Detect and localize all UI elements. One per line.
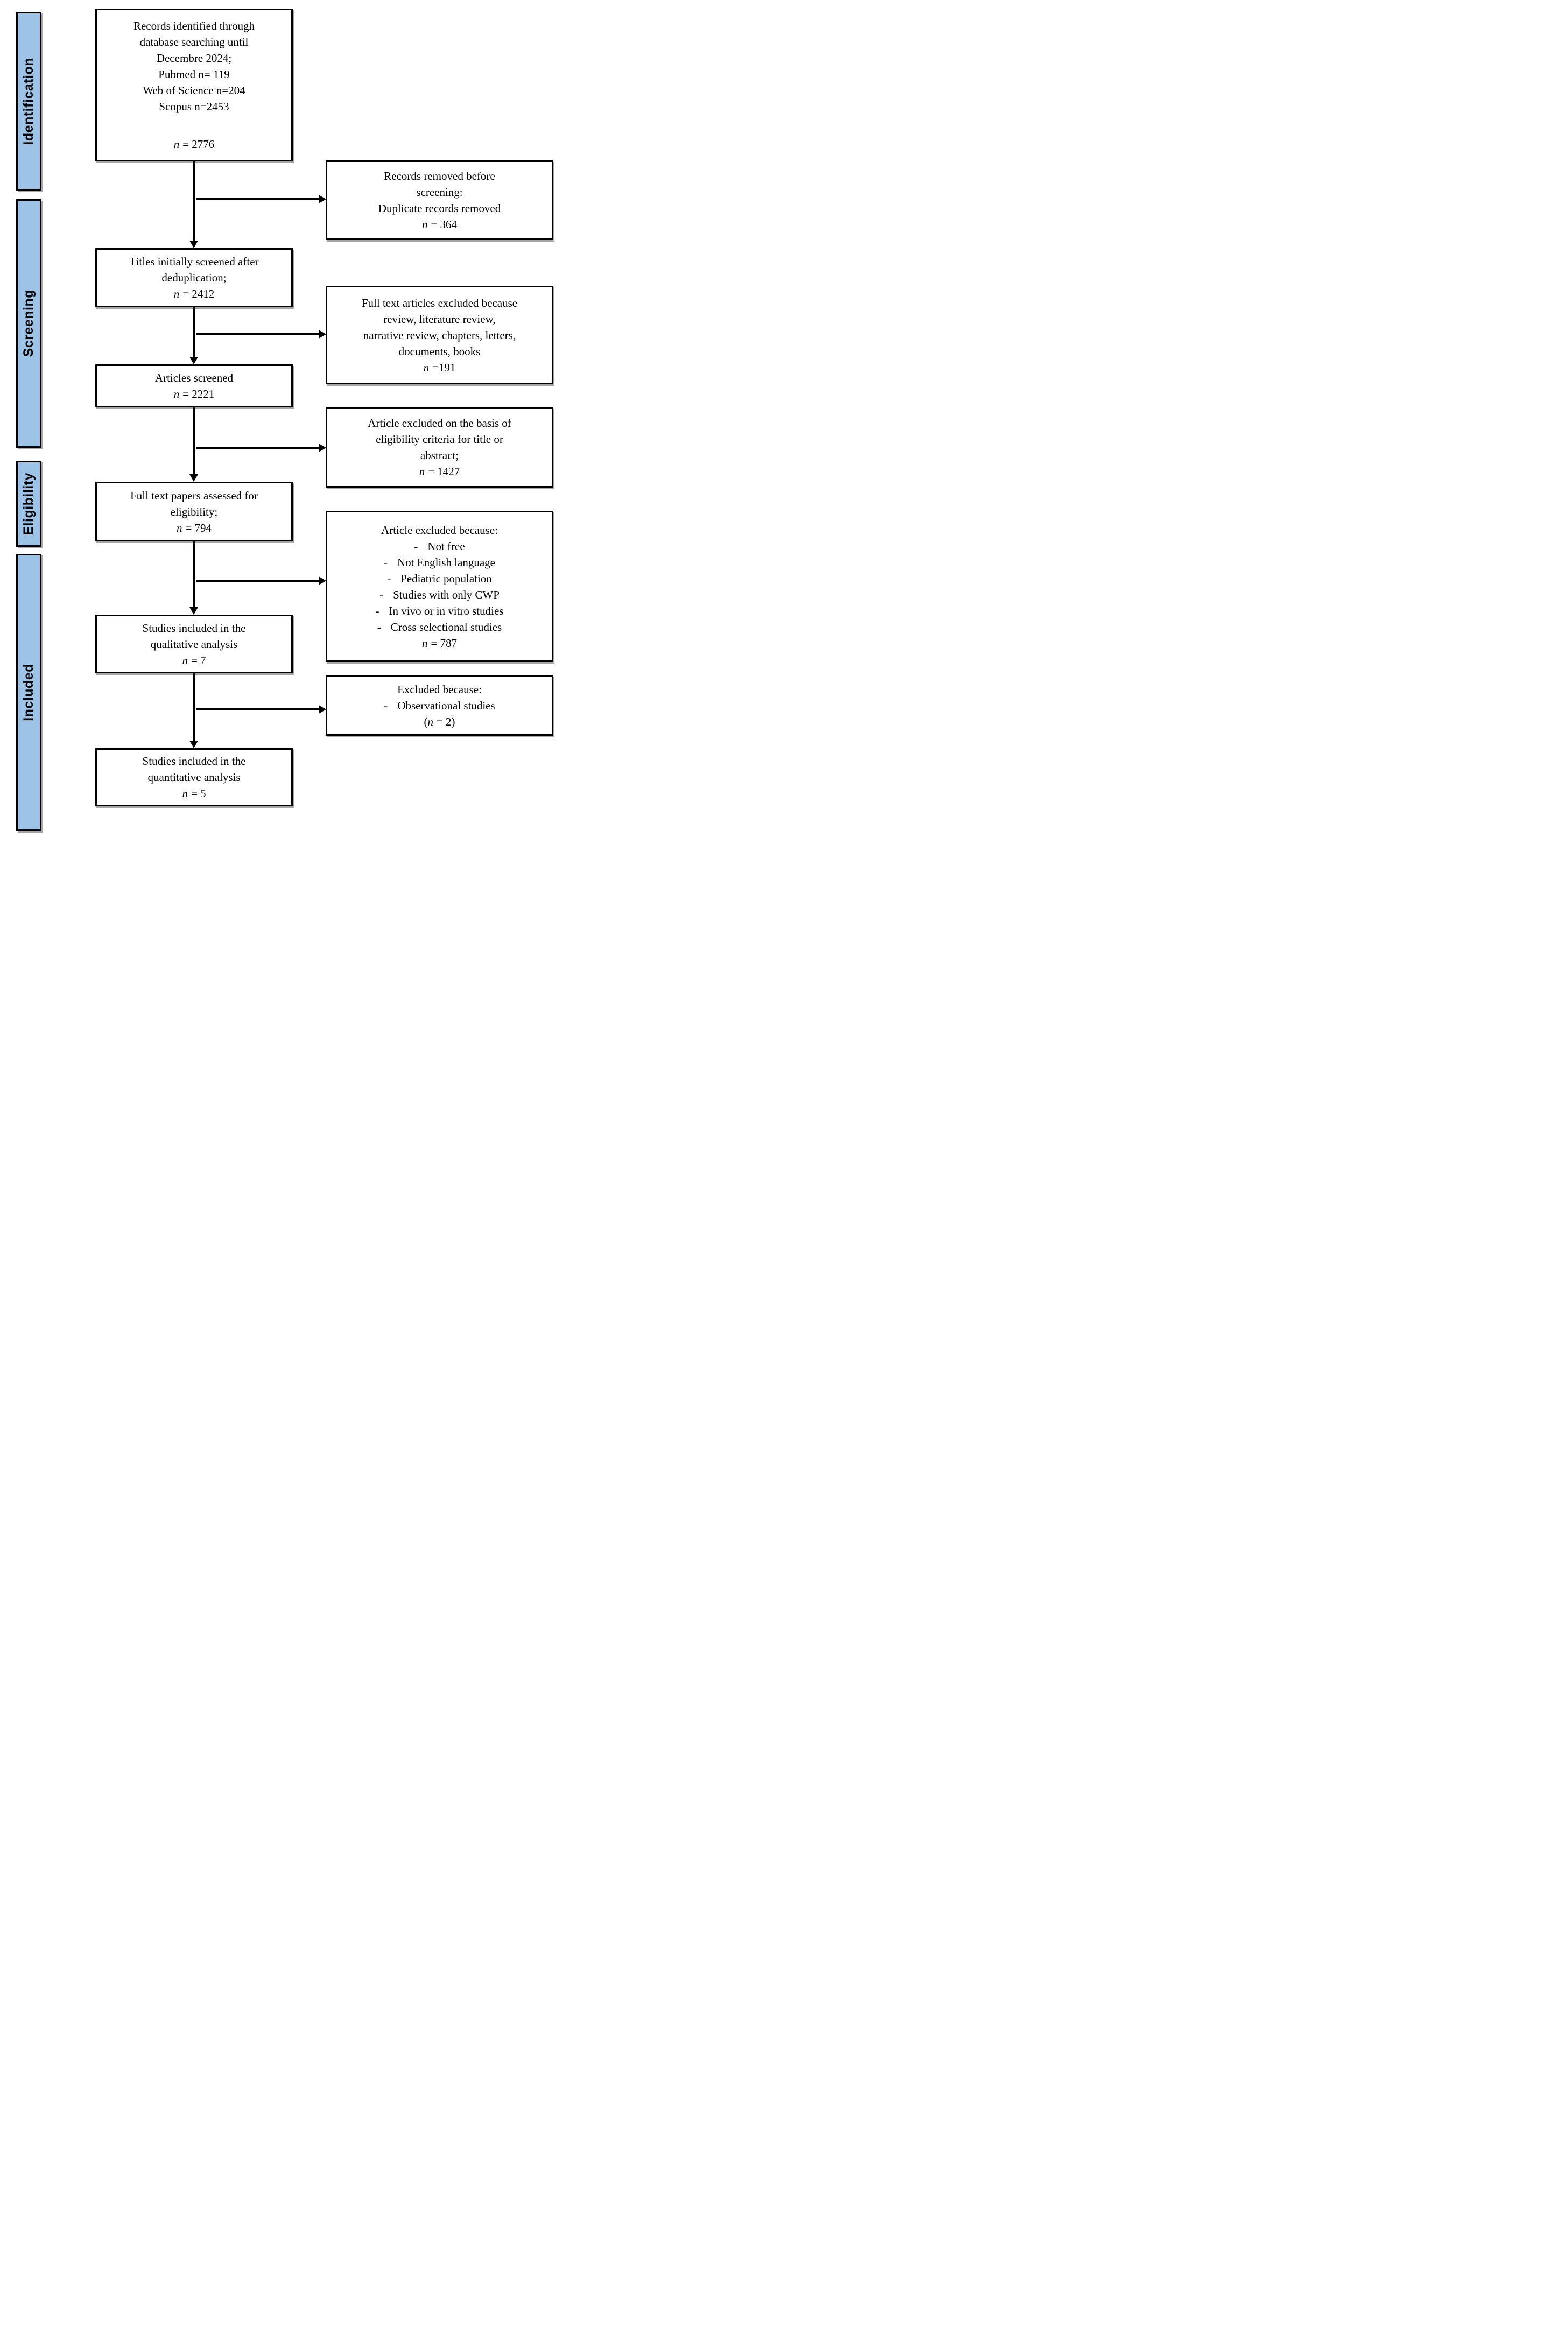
record-count: n= 794 — [176, 521, 212, 534]
stage-bar-eligibility: Eligibility — [16, 461, 41, 547]
arrowhead-down-icon — [189, 607, 198, 615]
record-count: n= 2776 — [173, 138, 215, 151]
record-count: n= 7 — [182, 653, 206, 667]
arrow-to-excluded-observational — [196, 708, 319, 710]
arrowhead-down-icon — [189, 474, 198, 482]
box-excluded-eligibility-criteria: Article excluded on the basis of eligibi… — [326, 407, 553, 488]
box-text: Full text articles excluded because revi… — [361, 296, 518, 358]
arrowhead-down-icon — [189, 741, 198, 748]
prisma-flow-diagram: Identification Screening Eligibility Inc… — [0, 0, 560, 835]
list-item: -Pediatric population — [387, 571, 492, 587]
box-text: Full text papers assessed for eligibilit… — [130, 489, 258, 518]
arrow-qualitative-to-quantitative — [193, 673, 195, 741]
record-count: (n= 2) — [424, 715, 455, 728]
dash-marker: - — [377, 620, 381, 633]
record-count: n= 2221 — [173, 388, 215, 400]
arrow-to-records-removed — [196, 198, 319, 200]
stage-bar-identification: Identification — [16, 12, 41, 191]
box-fulltext-assessed: Full text papers assessed for eligibilit… — [95, 482, 293, 541]
record-count: n=191 — [423, 361, 456, 374]
list-item: -Not English language — [384, 554, 495, 571]
box-excluded-reasons-list: Article excluded because: -Not free -Not… — [326, 511, 553, 662]
arrow-fulltext-to-qualitative — [193, 541, 195, 608]
arrow-titles-to-articles — [193, 307, 195, 357]
arrow-to-excluded-reasons-list — [196, 580, 319, 582]
box-excluded-observational: Excluded because: -Observational studies… — [326, 675, 553, 736]
arrowhead-down-icon — [189, 357, 198, 364]
box-included-qualitative: Studies included in the qualitative anal… — [95, 615, 293, 673]
list-item: -In vivo or in vitro studies — [376, 603, 504, 619]
box-text: Article excluded on the basis of eligibi… — [368, 417, 511, 462]
stage-bar-included: Included — [16, 554, 41, 831]
record-count: n= 2412 — [173, 287, 215, 300]
dash-marker: - — [384, 699, 388, 712]
dash-marker: - — [375, 604, 379, 617]
list-item: -Observational studies — [384, 698, 495, 714]
box-articles-screened: Articles screened n= 2221 — [95, 364, 293, 407]
dash-marker: - — [387, 572, 391, 585]
stage-bar-label: Screening — [21, 290, 36, 357]
box-text: Studies included in the qualitative anal… — [142, 621, 246, 651]
box-titles-screened: Titles initially screened after deduplic… — [95, 248, 293, 307]
box-included-quantitative: Studies included in the quantitative ana… — [95, 748, 293, 806]
stage-bar-screening: Screening — [16, 199, 41, 448]
arrowhead-right-icon — [319, 330, 326, 339]
arrow-records-to-titles — [193, 161, 195, 241]
record-count: n= 5 — [182, 787, 206, 800]
list-item: -Not free — [414, 538, 465, 554]
arrow-to-fulltext-excluded — [196, 333, 319, 335]
box-heading: Excluded because: — [397, 683, 482, 696]
box-text: Records identified through database sear… — [133, 19, 255, 113]
dash-marker: - — [384, 555, 388, 569]
list-item: -Cross selectional studies — [377, 619, 502, 635]
box-text: Studies included in the quantitative ana… — [142, 755, 246, 784]
box-text: Records removed before screening: Duplic… — [378, 170, 501, 215]
arrow-articles-to-fulltext — [193, 407, 195, 475]
box-heading: Article excluded because: — [381, 523, 498, 537]
box-records-removed: Records removed before screening: Duplic… — [326, 160, 553, 240]
arrowhead-right-icon — [319, 195, 326, 203]
dash-marker: - — [414, 539, 418, 553]
arrowhead-right-icon — [319, 444, 326, 452]
list-item: -Studies with only CWP — [379, 587, 500, 603]
arrow-to-excluded-eligibility-criteria — [196, 447, 319, 449]
stage-bar-label: Identification — [21, 57, 36, 145]
arrowhead-right-icon — [319, 576, 326, 585]
record-count: n= 364 — [421, 218, 458, 231]
box-text: Titles initially screened after deduplic… — [129, 255, 259, 284]
box-records-identified: Records identified through database sear… — [95, 9, 293, 161]
box-fulltext-excluded: Full text articles excluded because revi… — [326, 286, 553, 384]
record-count: n= 1427 — [419, 465, 460, 478]
box-text: Articles screened — [154, 371, 234, 384]
stage-bar-label: Eligibility — [21, 472, 36, 536]
arrowhead-down-icon — [189, 241, 198, 248]
arrowhead-right-icon — [319, 705, 326, 714]
stage-bar-label: Included — [21, 664, 36, 721]
dash-marker: - — [379, 588, 384, 601]
record-count: n= 787 — [421, 636, 458, 650]
